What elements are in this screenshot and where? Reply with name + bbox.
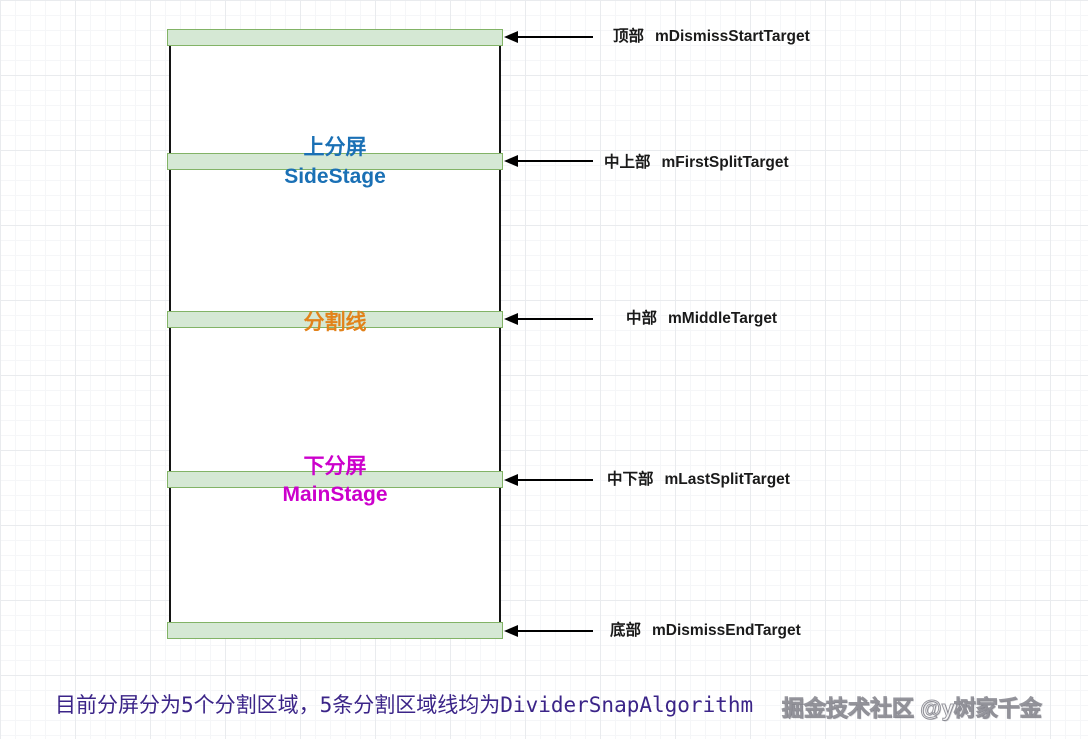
arrow-shaft [516,479,593,481]
bottom-caption: 目前分屏分为5个分割区域，5条分割区域线均为DividerSnapAlgorit… [55,693,754,717]
target-label-cn: 底部 [610,622,642,639]
juejin-watermark: 掘金技术社区 @y树家千金 [782,696,1043,722]
target-label-cn: 顶部 [613,28,645,45]
snap-bar-dismiss-start [167,29,503,46]
side-stage-label-en: SideStage [284,165,386,188]
arrow-to-last-split [504,474,593,486]
arrowhead-left-icon [504,155,518,167]
main-stage-label-cn: 下分屏 [303,455,367,478]
arrow-shaft [516,318,593,320]
arrow-shaft [516,36,593,38]
arrow-to-middle [504,313,593,325]
arrow-to-dismiss-start [504,31,593,43]
target-label-en: mLastSplitTarget [664,471,790,488]
target-label-en: mDismissEndTarget [652,622,801,639]
target-label-en: mMiddleTarget [668,310,778,327]
target-label-middle: 中部 mMiddleTarget [626,309,777,329]
side-stage-label-cn: 上分屏 [303,136,367,159]
target-label-first-split: 中上部 mFirstSplitTarget [604,153,789,173]
arrow-to-first-split [504,155,593,167]
target-label-dismiss-end: 底部 mDismissEndTarget [610,621,801,641]
snap-bar-last-split [167,471,503,488]
target-label-cn: 中部 [626,310,658,327]
arrowhead-left-icon [504,313,518,325]
target-label-dismiss-start: 顶部 mDismissStartTarget [613,27,810,47]
split-screen-rectangle [169,37,501,631]
snap-bar-middle [167,311,503,328]
target-label-last-split: 中下部 mLastSplitTarget [607,470,790,490]
arrowhead-left-icon [504,31,518,43]
main-stage-label-en: MainStage [282,483,388,506]
target-label-en: mFirstSplitTarget [661,154,789,171]
arrow-shaft [516,630,593,632]
target-label-cn: 中下部 [607,471,654,488]
divider-label-cn: 分割线 [303,311,367,334]
snap-bar-first-split [167,153,503,170]
snap-bar-dismiss-end [167,622,503,639]
arrow-shaft [516,160,593,162]
arrowhead-left-icon [504,625,518,637]
arrow-to-dismiss-end [504,625,593,637]
arrowhead-left-icon [504,474,518,486]
target-label-cn: 中上部 [604,154,651,171]
target-label-en: mDismissStartTarget [655,28,810,45]
